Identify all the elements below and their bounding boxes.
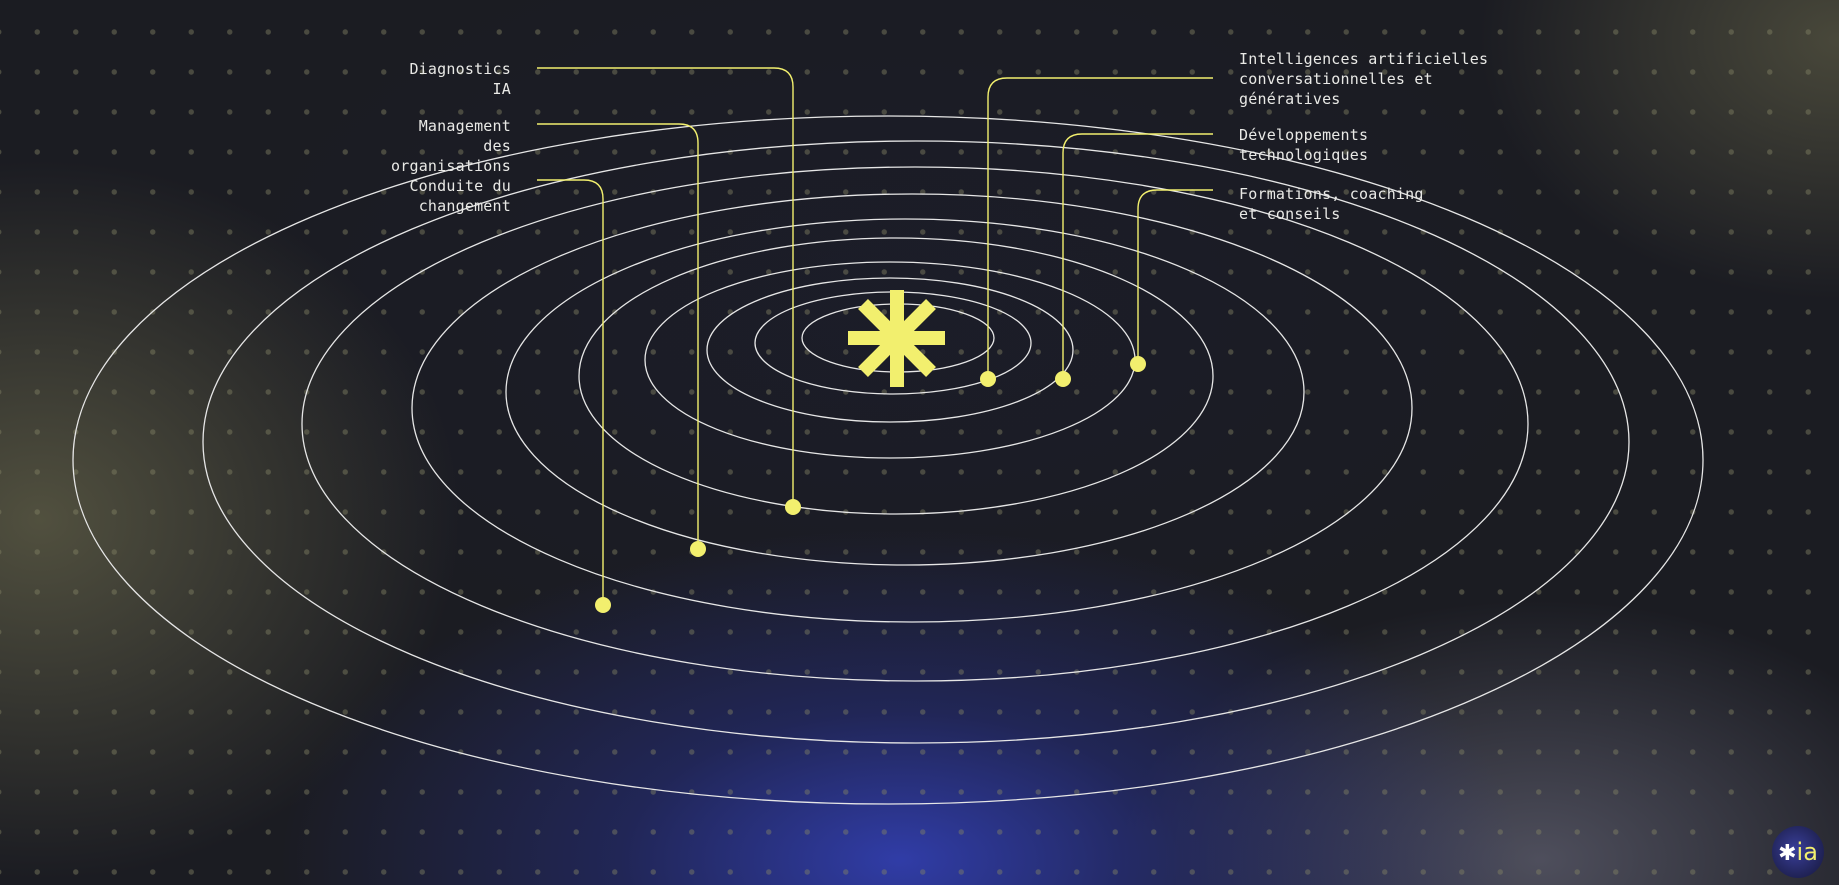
orbit-ring-9 — [202, 140, 1630, 744]
label-management: Management des organisations — [391, 116, 511, 176]
connector-formations — [1137, 189, 1213, 364]
node-conduite — [595, 597, 611, 613]
node-management — [690, 541, 706, 557]
orbit-ring-8 — [301, 166, 1529, 682]
orbit-ring-10 — [72, 115, 1704, 805]
orbit-ring-7 — [411, 193, 1413, 623]
label-intelligences: Intelligences artificielles conversation… — [1239, 49, 1488, 109]
label-line: conversationnelles et — [1239, 70, 1433, 88]
logo-text: ia — [1796, 838, 1818, 866]
asterisk-icon — [848, 290, 945, 387]
connector-management — [537, 123, 699, 549]
label-line: Conduite du — [409, 177, 511, 195]
label-line: Formations, coaching — [1239, 185, 1424, 203]
connector-intelligences — [987, 77, 1213, 379]
node-formations — [1130, 356, 1146, 372]
label-line: Intelligences artificielles — [1239, 50, 1489, 68]
label-developpements: Développements technologiques — [1239, 125, 1368, 165]
label-line: des — [483, 137, 511, 155]
orbit-ring-5 — [578, 237, 1214, 515]
label-line: Management — [418, 117, 511, 135]
label-line: changement — [418, 197, 511, 215]
orbit-ring-6 — [505, 218, 1305, 566]
label-formations: Formations, coaching et conseils — [1239, 184, 1424, 224]
label-line: génératives — [1239, 90, 1341, 108]
label-line: IA — [492, 80, 511, 98]
label-line: Développements — [1239, 126, 1369, 144]
node-diagnostics — [785, 499, 801, 515]
connector-conduite — [537, 179, 604, 605]
label-line: Diagnostics — [409, 60, 511, 78]
asterisk-logo-icon: ✱ — [1778, 841, 1797, 866]
label-line: organisations — [391, 157, 511, 175]
node-developpements — [1055, 371, 1071, 387]
label-conduite: Conduite du changement — [409, 176, 511, 216]
node-intelligences — [980, 371, 996, 387]
label-line: et conseils — [1239, 205, 1341, 223]
label-diagnostics: Diagnostics IA — [409, 59, 511, 99]
connector-diagnostics — [537, 67, 794, 507]
brand-logo[interactable]: ✱ia — [1772, 826, 1824, 878]
label-line: technologiques — [1239, 146, 1369, 164]
orbit-ring-3 — [706, 277, 1074, 423]
connector-developpements — [1062, 133, 1213, 379]
